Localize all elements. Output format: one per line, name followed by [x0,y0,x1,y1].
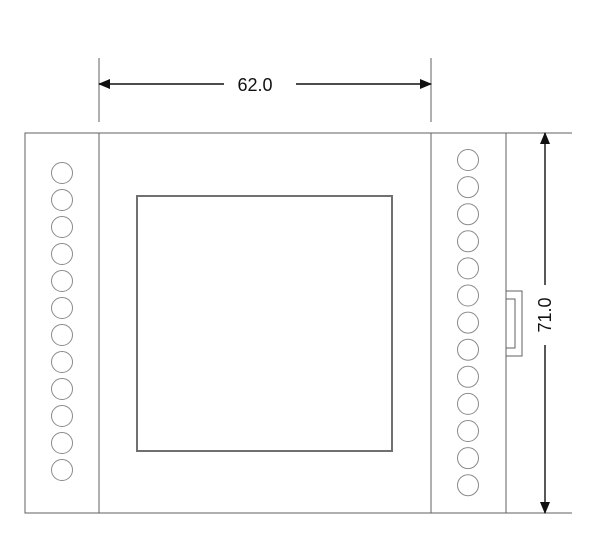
right-terminal-7 [457,311,479,334]
left-terminal-1 [51,162,73,184]
display-window [136,195,393,452]
right-terminal-4 [457,230,479,253]
left-terminal-9 [51,378,73,400]
left-terminal-11 [51,432,73,454]
right-terminal-13 [457,474,479,497]
right-terminal-2 [457,176,479,199]
housing-outline [24,132,507,514]
left-terminal-6 [51,297,73,319]
left-terminal-4 [51,243,73,265]
left-terminal-10 [51,405,73,427]
height-dimension-label: 71.0 [535,297,555,332]
right-terminal-8 [457,338,479,361]
right-terminal-3 [457,203,479,226]
right-terminal-5 [457,257,479,280]
right-terminal-9 [457,365,479,388]
width-dimension: 62.0 [98,58,432,122]
right-terminal-11 [457,420,479,442]
left-terminal-7 [51,324,73,346]
left-terminal-2 [51,189,73,211]
right-terminal-column [457,149,479,497]
right-terminal-10 [457,392,479,415]
left-terminal-12 [51,459,73,481]
left-terminal-5 [51,270,73,292]
left-terminal-3 [51,216,73,238]
right-terminal-6 [457,284,479,307]
side-connector-outer [506,290,523,357]
height-dimension: 71.0 [506,132,572,514]
side-connector-inner [505,298,516,349]
left-terminal-column [51,162,73,481]
left-terminal-8 [51,351,73,373]
width-dimension-label: 62.0 [237,75,272,95]
right-terminal-12 [457,447,479,470]
right-terminal-1 [457,149,479,171]
